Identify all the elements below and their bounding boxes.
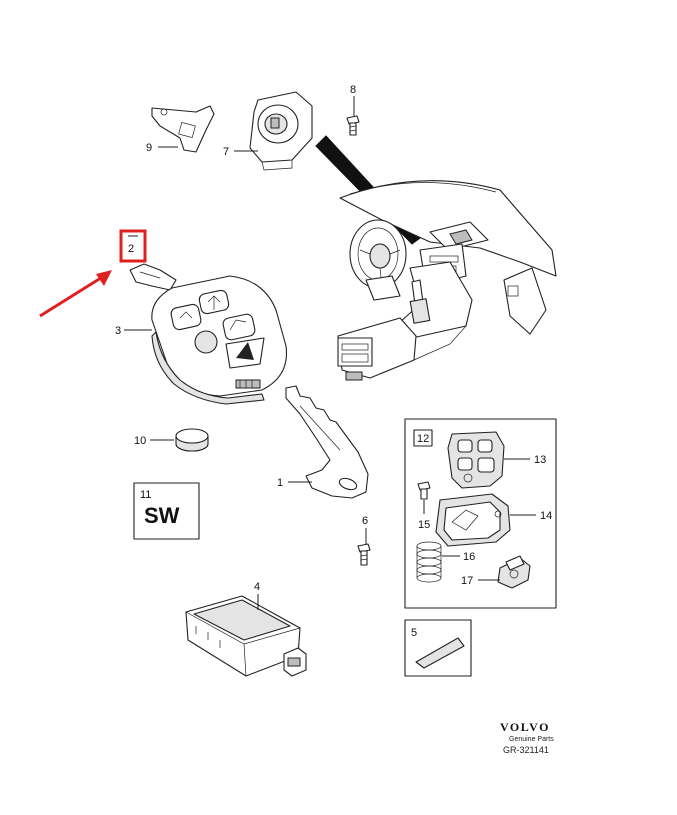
callout-2: 2 [128, 243, 134, 255]
part-4-module [185, 595, 307, 677]
callout-16: 16 [463, 551, 475, 563]
brand-tagline: Genuine Parts [509, 736, 554, 743]
part-8-screw [346, 115, 360, 136]
callout-13: 13 [534, 454, 546, 466]
part-10-battery [175, 428, 209, 452]
brand-logo: VOLVO [500, 720, 550, 734]
software-label: SW [144, 503, 180, 528]
red-pointer-arrow [39, 270, 112, 318]
part-5-label [415, 637, 465, 669]
callout-1: 1 [277, 477, 283, 489]
part-15-screw [417, 481, 431, 500]
dashboard-overview [337, 180, 557, 381]
figure-code: GR-321141 [503, 745, 549, 755]
part-16-spring [416, 541, 442, 583]
part-3-remote-key [129, 263, 288, 405]
callout-14: 14 [540, 510, 552, 522]
callout-10: 10 [134, 435, 146, 447]
part-14-housing [435, 493, 511, 547]
callout-3: 3 [115, 325, 121, 337]
part-6-screw [357, 543, 371, 566]
callout-15: 15 [418, 519, 430, 531]
part-13-button-cover [447, 431, 505, 489]
part-17-clip [497, 555, 531, 589]
callout-6: 6 [362, 515, 368, 527]
callout-9: 9 [146, 142, 152, 154]
part-1-key-blade [285, 385, 369, 499]
callout-7: 7 [223, 146, 229, 158]
part-7-ignition-switch [249, 91, 313, 171]
callout-4: 4 [254, 581, 260, 593]
callout-2-highlight [119, 229, 147, 263]
callout-12: 12 [417, 433, 429, 445]
part-9-bracket [151, 105, 215, 153]
callout-5: 5 [411, 627, 417, 639]
callout-17: 17 [461, 575, 473, 587]
callout-11: 11 [140, 489, 151, 501]
callout-8: 8 [350, 84, 356, 96]
